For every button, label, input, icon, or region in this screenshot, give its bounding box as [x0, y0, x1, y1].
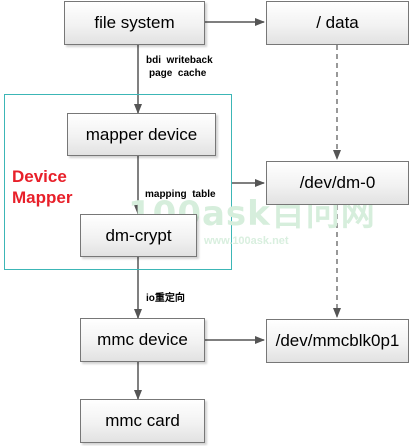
box-dm-crypt: dm-crypt: [80, 214, 197, 257]
label-mapping-table: mapping table: [145, 189, 216, 200]
box-dev-mmcblk0p1: /dev/mmcblk0p1: [266, 319, 409, 363]
device-mapper-title-line1: Device: [12, 167, 67, 186]
label-io-redirect: io重定向: [146, 293, 185, 304]
label-page-cache: page cache: [149, 68, 207, 79]
box-data: / data: [266, 1, 409, 45]
box-mmc-device: mmc device: [80, 318, 205, 362]
device-mapper-title-line2: Mapper: [12, 188, 73, 207]
box-dev-dm0: /dev/dm-0: [266, 161, 409, 205]
device-mapper-title: Device Mapper: [12, 166, 72, 208]
box-file-system: file system: [64, 1, 205, 45]
box-mmc-card: mmc card: [80, 399, 205, 443]
label-bdi-writeback: bdi writeback: [146, 55, 213, 66]
device-mapper-group: [4, 94, 232, 270]
box-mapper-device: mapper device: [67, 113, 216, 156]
